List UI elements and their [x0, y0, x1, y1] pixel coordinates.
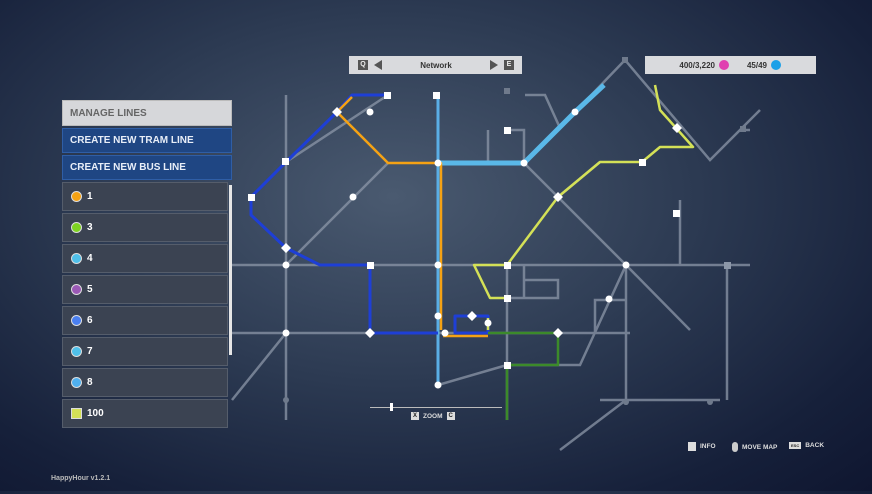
- line-item[interactable]: 8: [62, 368, 228, 397]
- mouse-icon: [732, 442, 738, 452]
- zoom-slider[interactable]: [370, 403, 502, 411]
- line-3-route: [488, 331, 560, 420]
- zoom-label: ZOOM: [423, 412, 443, 420]
- line-item[interactable]: 3: [62, 213, 228, 242]
- vehicles-value: 45/49: [746, 60, 767, 70]
- line-color-dot: [71, 284, 82, 295]
- capacity-value: 400/3,220: [679, 60, 715, 70]
- create-bus-line-button[interactable]: CREATE NEW BUS LINE: [62, 155, 232, 180]
- line-color-dot: [71, 222, 82, 233]
- view-title: Network: [420, 60, 452, 70]
- line-item[interactable]: 100: [62, 399, 228, 428]
- inactive-stops: [215, 57, 746, 421]
- zoom-slider-handle[interactable]: [390, 403, 393, 411]
- vehicle-icon: [771, 60, 781, 70]
- move-map-label: MOVE MAP: [742, 443, 778, 451]
- line-color-dot: [71, 253, 82, 264]
- stops[interactable]: [248, 92, 731, 389]
- zoom-hint: X ZOOM C: [411, 412, 455, 420]
- line-item[interactable]: 4: [62, 244, 228, 273]
- line-item[interactable]: 7: [62, 337, 228, 366]
- view-selector: Q Network E: [349, 56, 522, 74]
- manage-lines-header: MANAGE LINES: [62, 100, 232, 126]
- lines-panel: MANAGE LINES CREATE NEW TRAM LINE CREATE…: [62, 100, 232, 494]
- line-label: 5: [87, 284, 93, 295]
- line-label: 7: [87, 346, 93, 357]
- line-item[interactable]: 1: [62, 182, 228, 211]
- line-7-route: [438, 83, 606, 166]
- line-label: 8: [87, 377, 93, 388]
- line-1-route: [335, 96, 488, 338]
- line-color-dot: [71, 315, 82, 326]
- info-hint[interactable]: I INFO: [688, 442, 716, 451]
- esc-key: ESC: [789, 442, 802, 449]
- line-item[interactable]: 5: [62, 275, 228, 304]
- zoom-out-key[interactable]: X: [411, 412, 420, 420]
- next-view-key[interactable]: E: [504, 60, 514, 70]
- lines-list: 1 3 4 5 6 7 8 100: [62, 182, 232, 494]
- next-arrow-icon[interactable]: [490, 60, 498, 70]
- road-network: [231, 58, 761, 451]
- prev-view-key[interactable]: Q: [358, 60, 368, 70]
- version-label: HappyHour v1.2.1: [51, 475, 111, 482]
- prev-arrow-icon[interactable]: [374, 60, 382, 70]
- back-label: BACK: [805, 442, 825, 449]
- lines-scrollbar[interactable]: [229, 185, 232, 355]
- info-key: I: [688, 442, 696, 451]
- zoom-in-key[interactable]: C: [446, 412, 455, 420]
- line-label: 3: [87, 222, 93, 233]
- building-icon: [718, 60, 729, 70]
- info-label: INFO: [700, 443, 716, 450]
- line-color-dot: [71, 377, 82, 388]
- line-color-dot: [71, 191, 82, 202]
- line-label: 4: [87, 253, 93, 264]
- line-color-dot: [71, 346, 82, 357]
- line-item[interactable]: 6: [62, 306, 228, 335]
- line-color-square: [71, 408, 82, 419]
- create-tram-line-button[interactable]: CREATE NEW TRAM LINE: [62, 128, 232, 153]
- stats-bar: 400/3,220 45/49: [645, 56, 816, 74]
- move-map-hint[interactable]: MOVE MAP: [732, 442, 777, 452]
- line-label: 6: [87, 315, 93, 326]
- line-label: 1: [87, 191, 93, 202]
- line-label: 100: [87, 408, 104, 419]
